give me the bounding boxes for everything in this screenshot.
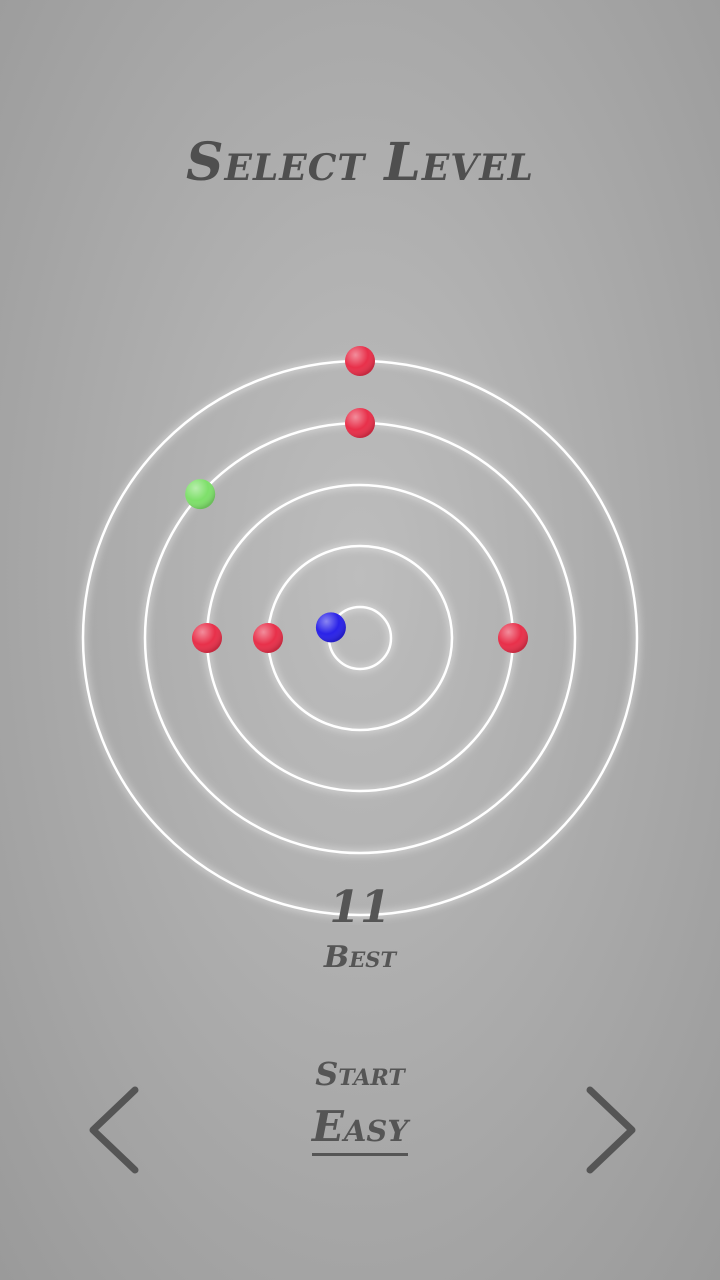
red-orb-left-ring3 xyxy=(192,623,222,653)
difficulty-start-button[interactable]: Easy xyxy=(260,1102,460,1156)
orbit-ring-2 xyxy=(266,544,454,732)
red-orb-right-ring3 xyxy=(498,623,528,653)
best-score-value: 11 xyxy=(329,882,391,933)
page-title: Select Level xyxy=(186,132,534,193)
start-label: Start xyxy=(315,1055,405,1093)
orbit-rings xyxy=(81,359,639,917)
red-orb-top-outer xyxy=(345,346,375,376)
green-orb xyxy=(185,479,216,510)
difficulty-label: Easy xyxy=(311,1102,409,1156)
red-orb-top-ring4 xyxy=(345,408,375,438)
orbit-ring-3 xyxy=(205,483,515,793)
blue-orb-player xyxy=(315,612,346,643)
chevron-left-icon[interactable] xyxy=(85,1085,145,1175)
orbs-layer xyxy=(185,346,528,653)
chevron-right-icon[interactable] xyxy=(580,1085,640,1175)
red-orb-left-ring2 xyxy=(253,623,283,653)
best-score-label: Best xyxy=(323,940,397,975)
orbit-ring-5 xyxy=(81,359,639,917)
